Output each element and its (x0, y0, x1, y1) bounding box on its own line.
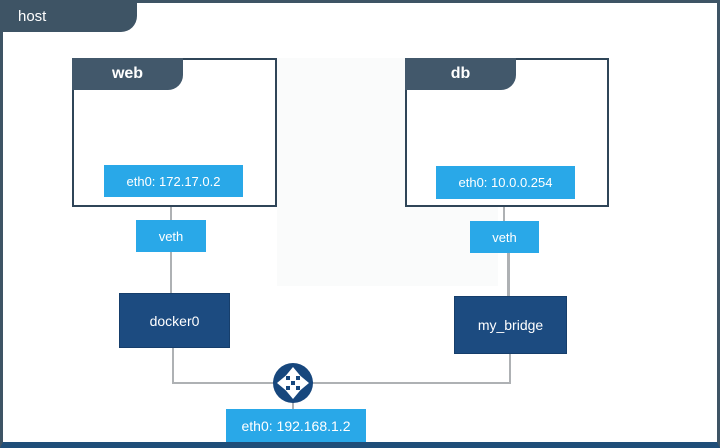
four-way-arrows-icon (277, 367, 309, 399)
connector-line-db-to-veth (503, 203, 505, 221)
db-eth0-box: eth0: 10.0.0.254 (436, 166, 575, 199)
connector-line-bridges-to-router (172, 382, 511, 384)
connector-line-mybridge-down (509, 354, 511, 384)
db-veth-node: veth (470, 221, 539, 253)
router-icon (273, 363, 313, 403)
container-web-label: web (111, 65, 144, 82)
connector-line-docker0-down (172, 348, 174, 384)
container-db-tab: db (405, 58, 516, 90)
connector-line-router-to-hosteth (292, 399, 294, 409)
connector-line-veth-to-mybridge (507, 253, 510, 296)
connector-line-veth-to-docker0 (170, 252, 172, 293)
container-node-web: web eth0: 172.17.0.2 (72, 58, 277, 207)
container-db-label: db (450, 65, 471, 82)
container-web-tab: web (72, 58, 183, 90)
host-eth0-box: eth0: 192.168.1.2 (226, 409, 366, 442)
web-eth0-box: eth0: 172.17.0.2 (104, 165, 243, 197)
container-node-db: db eth0: 10.0.0.254 (405, 58, 609, 207)
web-veth-node: veth (136, 220, 206, 252)
connector-line-web-to-veth (170, 203, 172, 220)
docker0-bridge-node: docker0 (119, 293, 230, 348)
my-bridge-node: my_bridge (454, 296, 567, 354)
host-label: host (18, 7, 47, 25)
host-node-tab: host (0, 0, 137, 32)
